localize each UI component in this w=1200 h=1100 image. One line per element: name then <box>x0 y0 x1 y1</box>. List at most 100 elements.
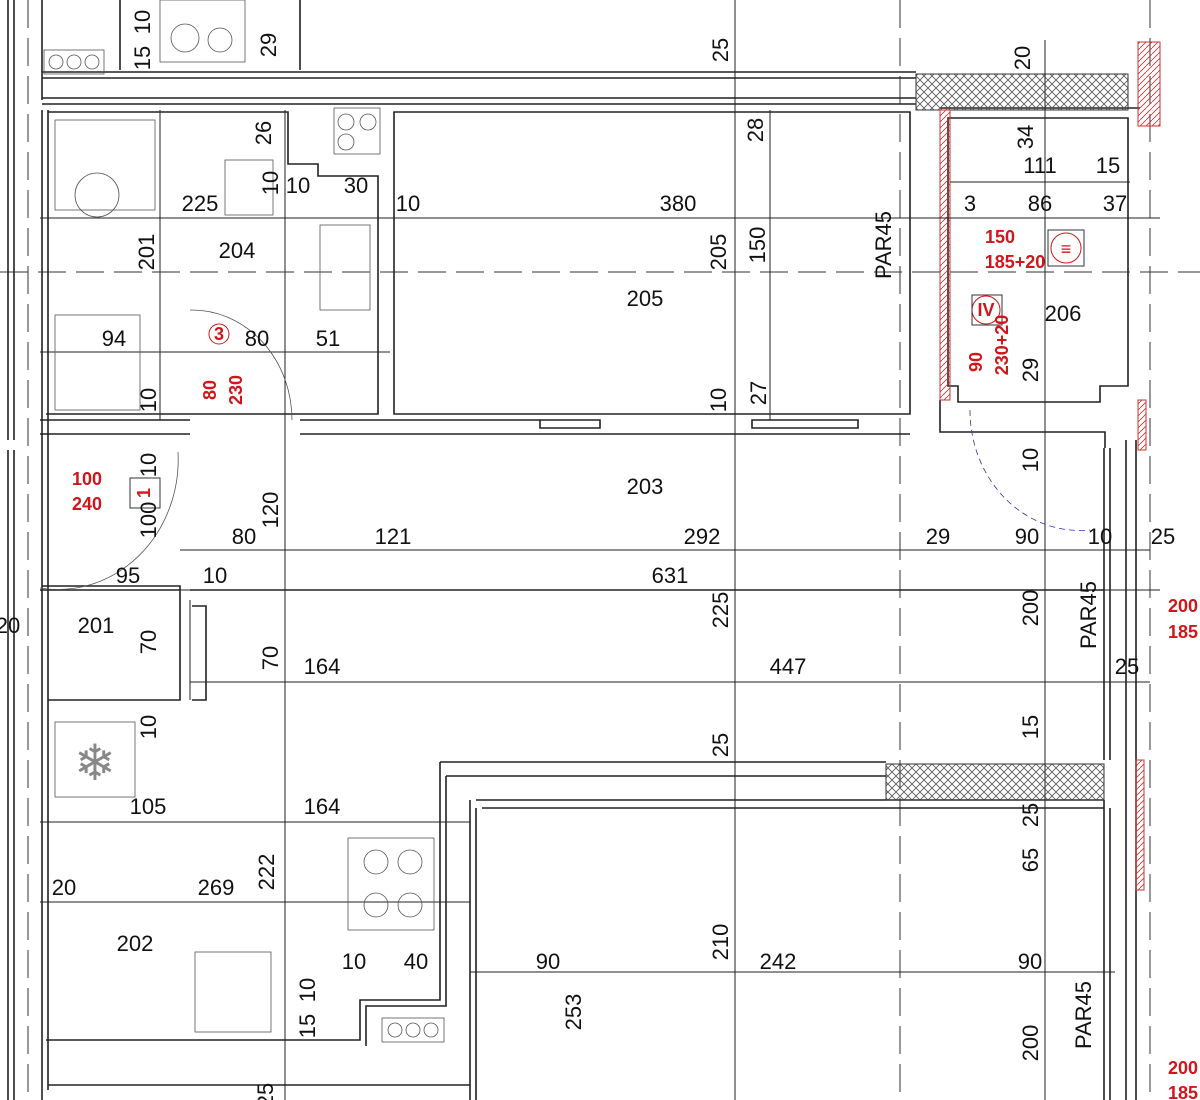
dimension-label: 10 <box>203 563 227 588</box>
vent-icon <box>381 1017 445 1043</box>
dimension-label: 205 <box>706 234 731 271</box>
dimension-label: 29 <box>1018 358 1043 382</box>
room-number: 205 <box>627 286 664 311</box>
dimension-label: 10 <box>136 453 161 477</box>
dimension-label: 380 <box>660 191 697 216</box>
dimension-label: 105 <box>130 794 167 819</box>
room-number: 203 <box>627 474 664 499</box>
dimension-label: 225 <box>182 191 219 216</box>
dimension-label: 94 <box>102 326 126 351</box>
opening-tag: ≡ <box>1061 239 1072 259</box>
room-number: 206 <box>1045 301 1082 326</box>
dimension-label: 90 <box>536 949 560 974</box>
dimension-label: 150 <box>745 227 770 264</box>
dimension-label: 15 <box>1018 715 1043 739</box>
opening-size-label: 90 <box>966 352 986 372</box>
dimension-label: 10 <box>1018 448 1043 472</box>
opening-size-label: 200 <box>1168 1058 1198 1078</box>
dimension-label: 10 <box>295 978 320 1002</box>
dimension-label: 70 <box>258 646 283 670</box>
opening-size-label: 230 <box>226 375 246 405</box>
opening-tags <box>129 229 1085 509</box>
door-swing <box>189 309 293 421</box>
dimension-label: 80 <box>245 326 269 351</box>
dimension-label: 164 <box>304 654 341 679</box>
dimension-label: 25 <box>708 38 733 62</box>
opening-size-label: 200 <box>1168 596 1198 616</box>
wall-type-label: PAR45 <box>871 211 896 279</box>
dimension-label: 292 <box>684 524 721 549</box>
dimension-label: 28 <box>743 118 768 142</box>
dimension-label: 200 <box>1018 1025 1043 1062</box>
opening-size-label: 185 <box>1168 1083 1198 1100</box>
vent-icons <box>43 49 445 1043</box>
fixtures: ❄ <box>39 0 1091 1033</box>
dimension-label: 100 <box>136 502 161 539</box>
dimension-label: 15 <box>1096 153 1120 178</box>
dimension-label: 253 <box>561 994 586 1031</box>
opening-size-label: 150 <box>985 227 1015 247</box>
dimension-label: 269 <box>198 875 235 900</box>
vent-icon <box>43 49 105 75</box>
dimension-label: 10 <box>130 10 155 34</box>
dimension-label: 631 <box>652 563 689 588</box>
dimension-label: 90 <box>1015 524 1039 549</box>
dimension-label: 164 <box>304 794 341 819</box>
dimension-label: 10 <box>286 173 310 198</box>
dimension-label: 80 <box>232 524 256 549</box>
opening-size-label: 185 <box>1168 622 1198 642</box>
opening-size-label: 80 <box>200 380 220 400</box>
dimension-label: 95 <box>116 563 140 588</box>
dimension-label: 10 <box>1088 524 1112 549</box>
dimension-lines <box>40 0 1160 1100</box>
opening-size-label: 185+20 <box>985 252 1046 272</box>
dimension-label: 15 <box>130 46 155 70</box>
opening-tag: IV <box>977 300 994 320</box>
dimension-label: 10 <box>136 715 161 739</box>
freezer-icon: ❄ <box>74 735 116 791</box>
dimension-label: 20 <box>1010 46 1035 70</box>
dimension-label: 225 <box>708 592 733 629</box>
dimension-label: 40 <box>404 949 428 974</box>
wall-type-label: PAR45 <box>1071 981 1096 1049</box>
wall-type-label: PAR45 <box>1076 581 1101 649</box>
opening-tag: 3 <box>214 324 224 344</box>
dimension-label: 3 <box>964 191 976 216</box>
dimension-label: 25 <box>708 733 733 757</box>
room-number: 202 <box>117 931 154 956</box>
dimension-label: 20 <box>0 613 20 638</box>
opening-tag: 1 <box>134 488 154 498</box>
dimension-label: 10 <box>342 949 366 974</box>
door-swing <box>39 451 179 590</box>
dimension-label: 20 <box>52 875 76 900</box>
dimension-label: 201 <box>134 234 159 271</box>
dimension-label: 15 <box>295 1014 320 1038</box>
dimension-label: 120 <box>258 492 283 529</box>
room-number: 204 <box>219 238 256 263</box>
dimension-label: 10 <box>136 388 161 412</box>
opening-size-label: 240 <box>72 494 102 514</box>
dimension-label: 111 <box>1023 153 1056 178</box>
dimension-label: 25 <box>1115 654 1139 679</box>
dimension-label: 30 <box>344 173 368 198</box>
dimension-label: 10 <box>706 388 731 412</box>
opening-size-label: 230+20 <box>992 315 1012 376</box>
dimension-label: 37 <box>1103 191 1127 216</box>
dimension-label: 70 <box>136 630 161 654</box>
dimension-label: 210 <box>708 924 733 961</box>
dimension-label: 121 <box>375 524 412 549</box>
dimension-label: 29 <box>926 524 950 549</box>
dimension-label: 25 <box>1018 803 1043 827</box>
dimension-label: 10 <box>258 171 283 195</box>
dimension-label: 26 <box>251 121 276 145</box>
hatched-walls <box>885 41 1161 891</box>
dimension-label: 447 <box>770 654 807 679</box>
dimension-label: 10 <box>396 191 420 216</box>
dimension-label: 242 <box>760 949 797 974</box>
dimension-label: 27 <box>746 381 771 405</box>
opening-size-label: 100 <box>72 469 102 489</box>
dimension-label: 90 <box>1018 949 1042 974</box>
dimension-label: 222 <box>254 854 279 891</box>
